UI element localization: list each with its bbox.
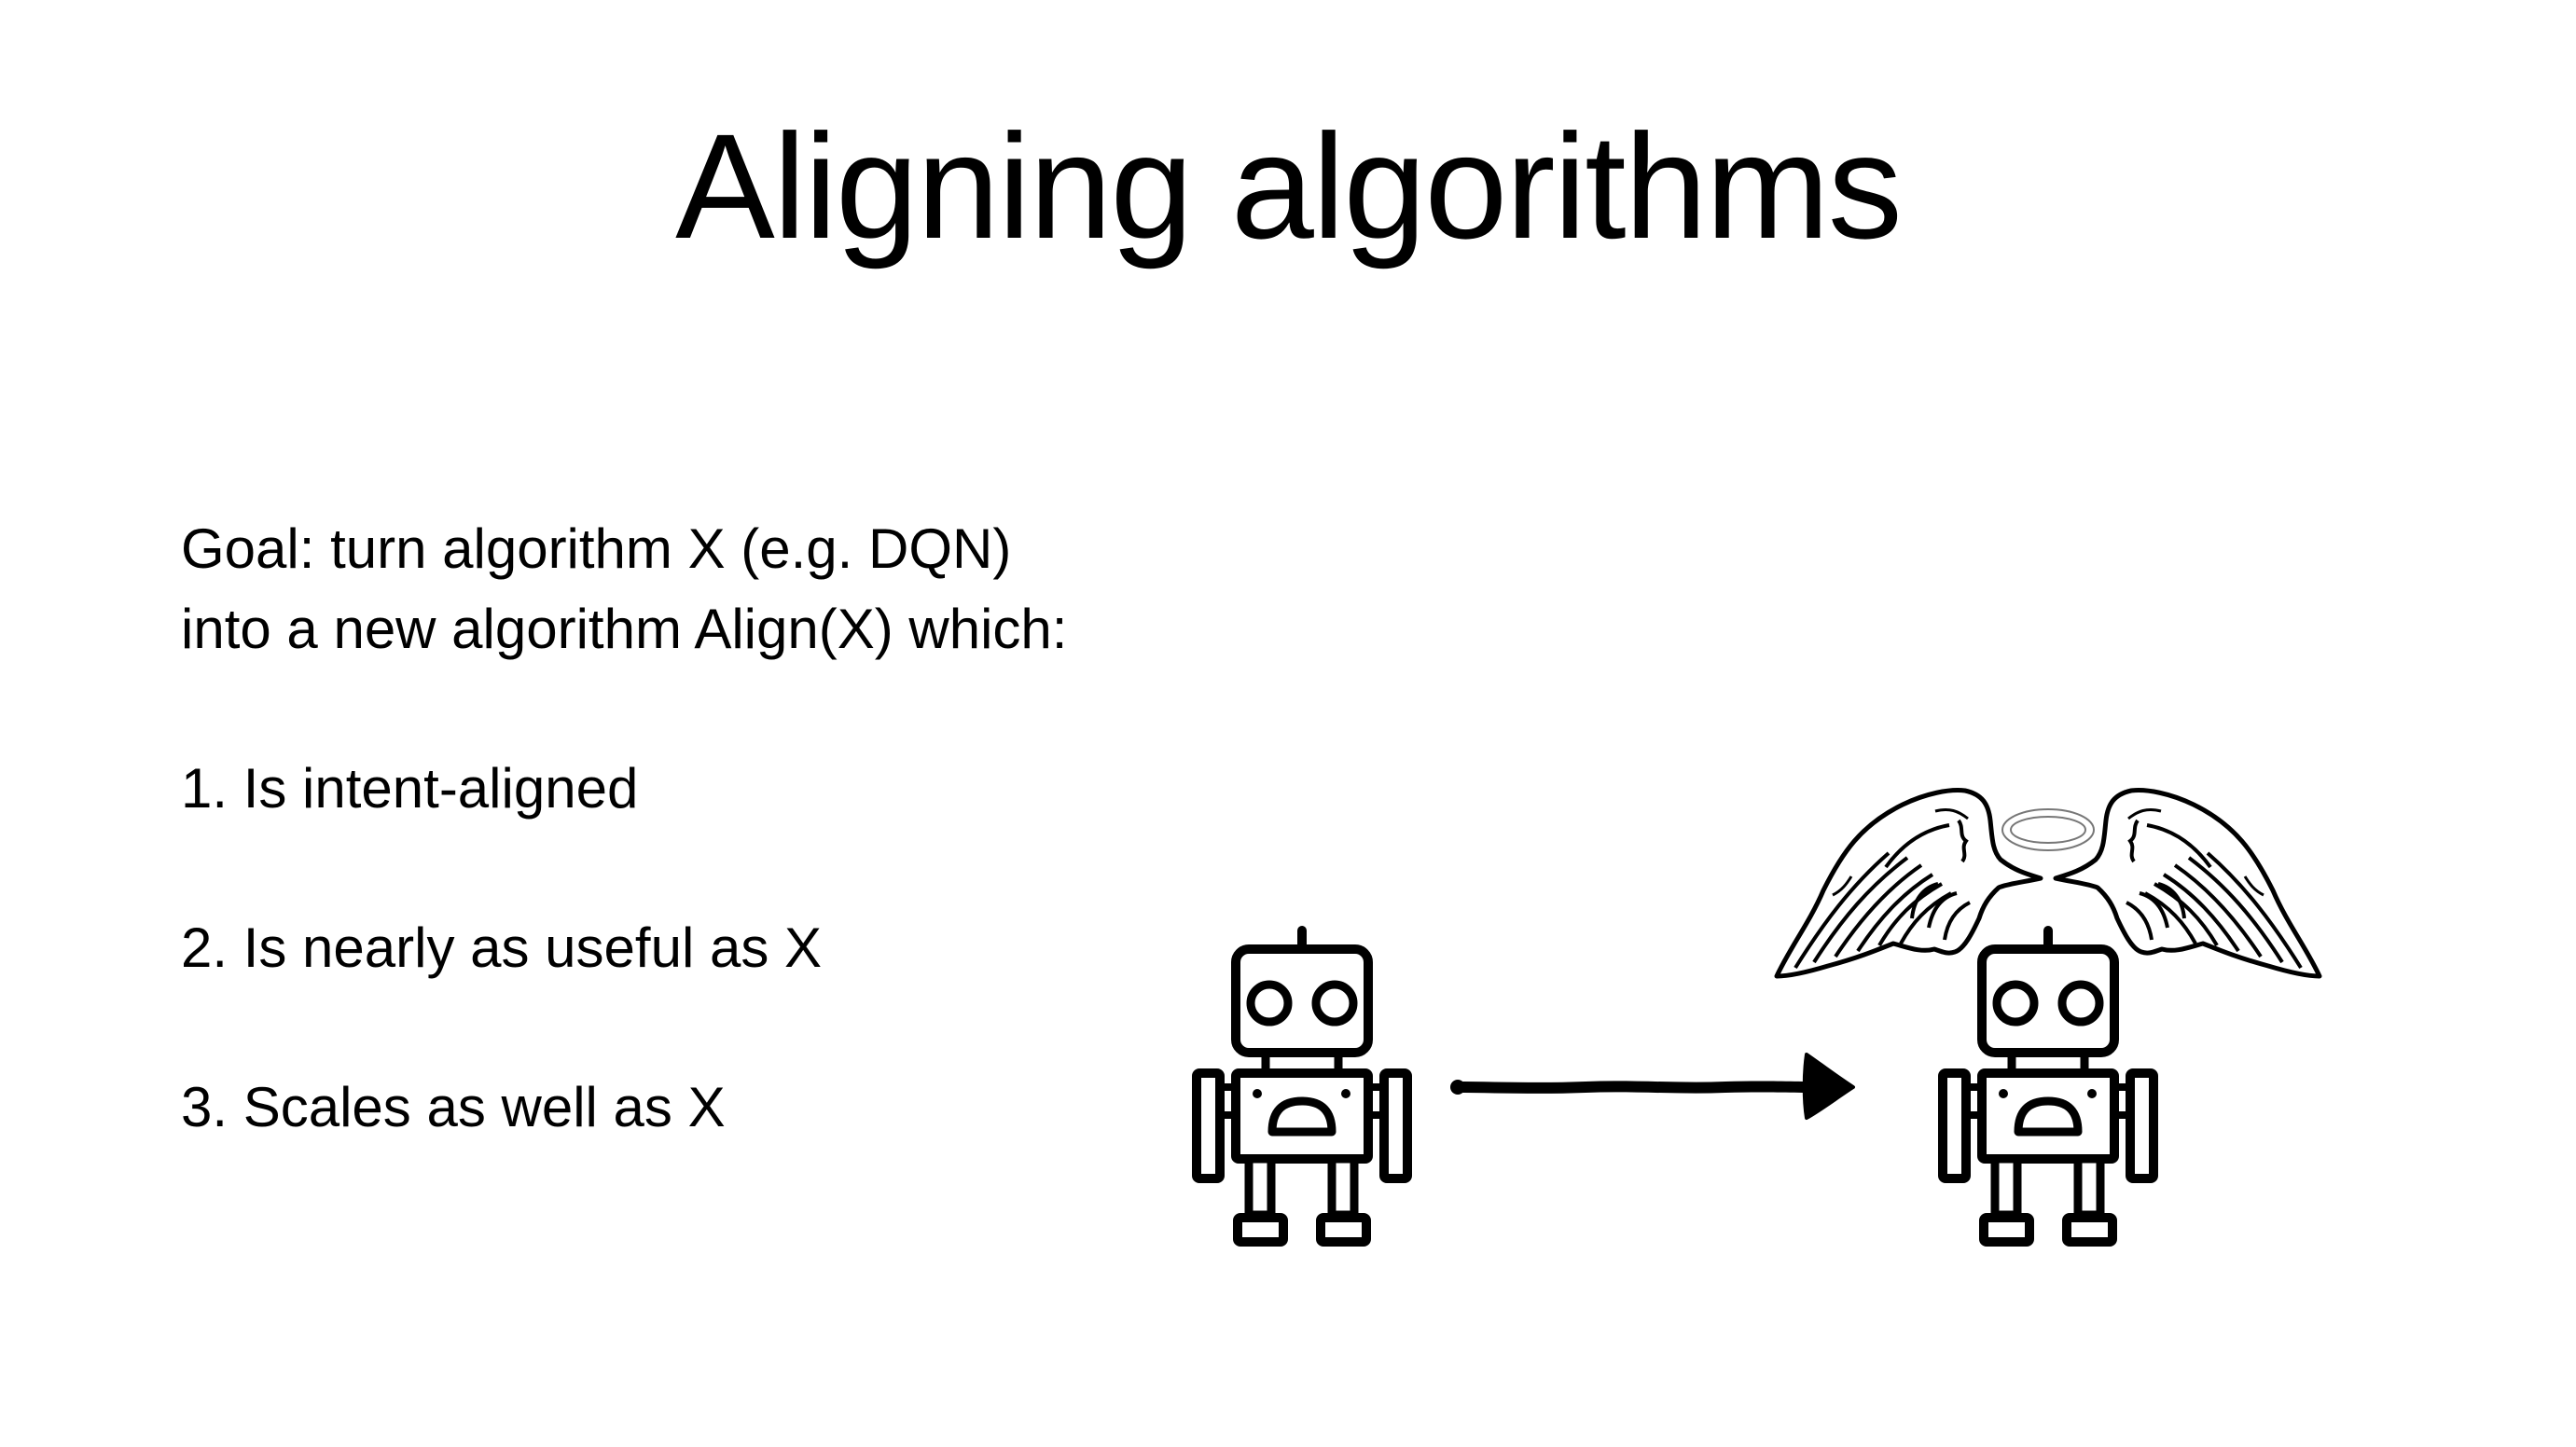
- criterion-1: 1. Is intent-aligned: [181, 756, 639, 820]
- slide-body: Goal: turn algorithm X (e.g. DQN) into a…: [181, 509, 1067, 1147]
- slide-title: Aligning algorithms: [675, 103, 1903, 269]
- arrow-right-icon: [1450, 1053, 1855, 1120]
- robot-icon: [1197, 930, 1407, 1242]
- spacer: [181, 987, 1067, 1068]
- criterion-2: 2. Is nearly as useful as X: [181, 916, 823, 979]
- intro-line-1: Goal: turn algorithm X (e.g. DQN): [181, 517, 1012, 580]
- spacer: [181, 828, 1067, 908]
- criterion-3: 3. Scales as well as X: [181, 1075, 726, 1138]
- intro-line-2: into a new algorithm Align(X) which:: [181, 597, 1068, 660]
- angel-robot-icon: [1943, 930, 2154, 1242]
- spacer: [181, 668, 1067, 749]
- halo-icon: [2001, 808, 2095, 851]
